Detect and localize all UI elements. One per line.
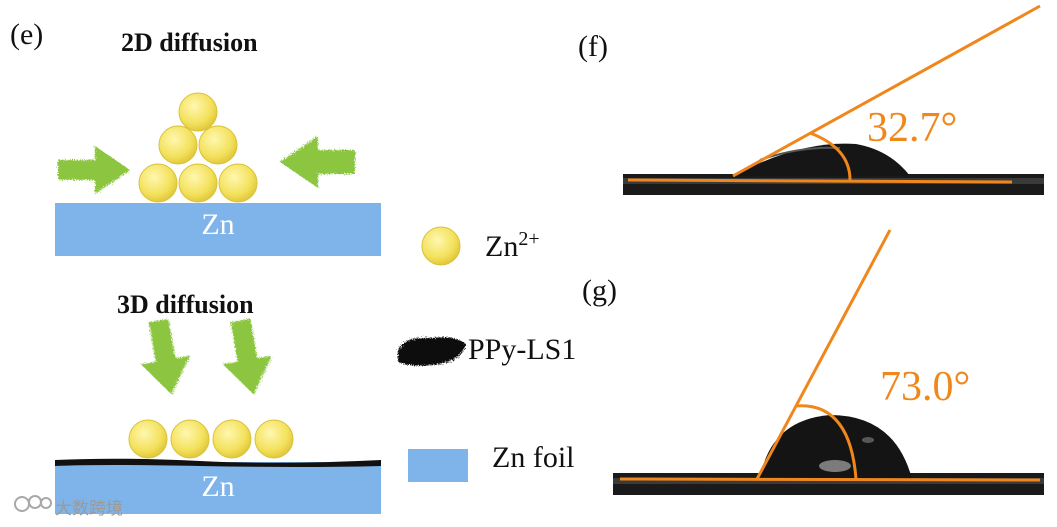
zn-substrate-top-label: Zn [201,208,235,241]
zn-ion [170,419,210,459]
title-2d-diffusion: 2D diffusion [121,28,258,57]
baseline-f [627,178,1013,184]
droplet-g [760,415,912,479]
tangent-line-f [732,4,1041,178]
contact-angle-g: 73.0° [880,364,971,410]
legend-ppy-ls1-label: PPy-LS1 [468,333,577,366]
legend-zn-ion-label: Zn2+ [485,228,540,263]
zn-ion [212,419,252,459]
panel-label-f: (f) [578,30,608,63]
zn-ion-cluster-2d [138,92,258,203]
title-3d-diffusion: 3D diffusion [117,290,254,319]
droplet-f [733,143,910,176]
arrow-right-icon [58,146,130,194]
legend-zn-foil-swatch [408,449,468,482]
baseline-g [619,477,1041,482]
panel-label-g: (g) [582,274,617,307]
contact-angle-f: 32.7° [867,105,958,151]
legend-zn-ion-charge: 2+ [518,228,540,250]
tangent-line-g [755,229,892,480]
contact-angle-photo-f [623,4,1044,195]
ppy-ls1-coating-layer [55,458,381,467]
panel-label-e: (e) [10,18,44,51]
legend-ppy-ls1-icon [398,337,466,366]
zn-ion [138,163,178,203]
zn-substrate-bottom-label: Zn [201,470,235,503]
arrow-down-icon [140,318,191,395]
arrow-down-icon [222,318,273,395]
contact-angle-photo-g [613,229,1044,495]
angle-arc-g [795,404,858,480]
zn-ion [158,125,198,165]
zn-ion [178,163,218,203]
zn-substrate-top [55,203,381,256]
zn-ion-row-3d [128,419,294,459]
legend-zn-foil-label: Zn foil [492,441,575,474]
zn-substrate-bottom [55,462,381,514]
watermark-text: 大数跨境 [55,499,123,519]
angle-arc-f [809,131,852,181]
arrow-left-icon [280,136,355,188]
watermark-logo-icon [14,495,52,512]
zn-ion [218,163,258,203]
zn-ion [178,92,218,132]
zn-ion [198,125,238,165]
zn-ion [128,419,168,459]
zn-ion [254,419,294,459]
legend-zn-ion-icon [421,226,461,266]
